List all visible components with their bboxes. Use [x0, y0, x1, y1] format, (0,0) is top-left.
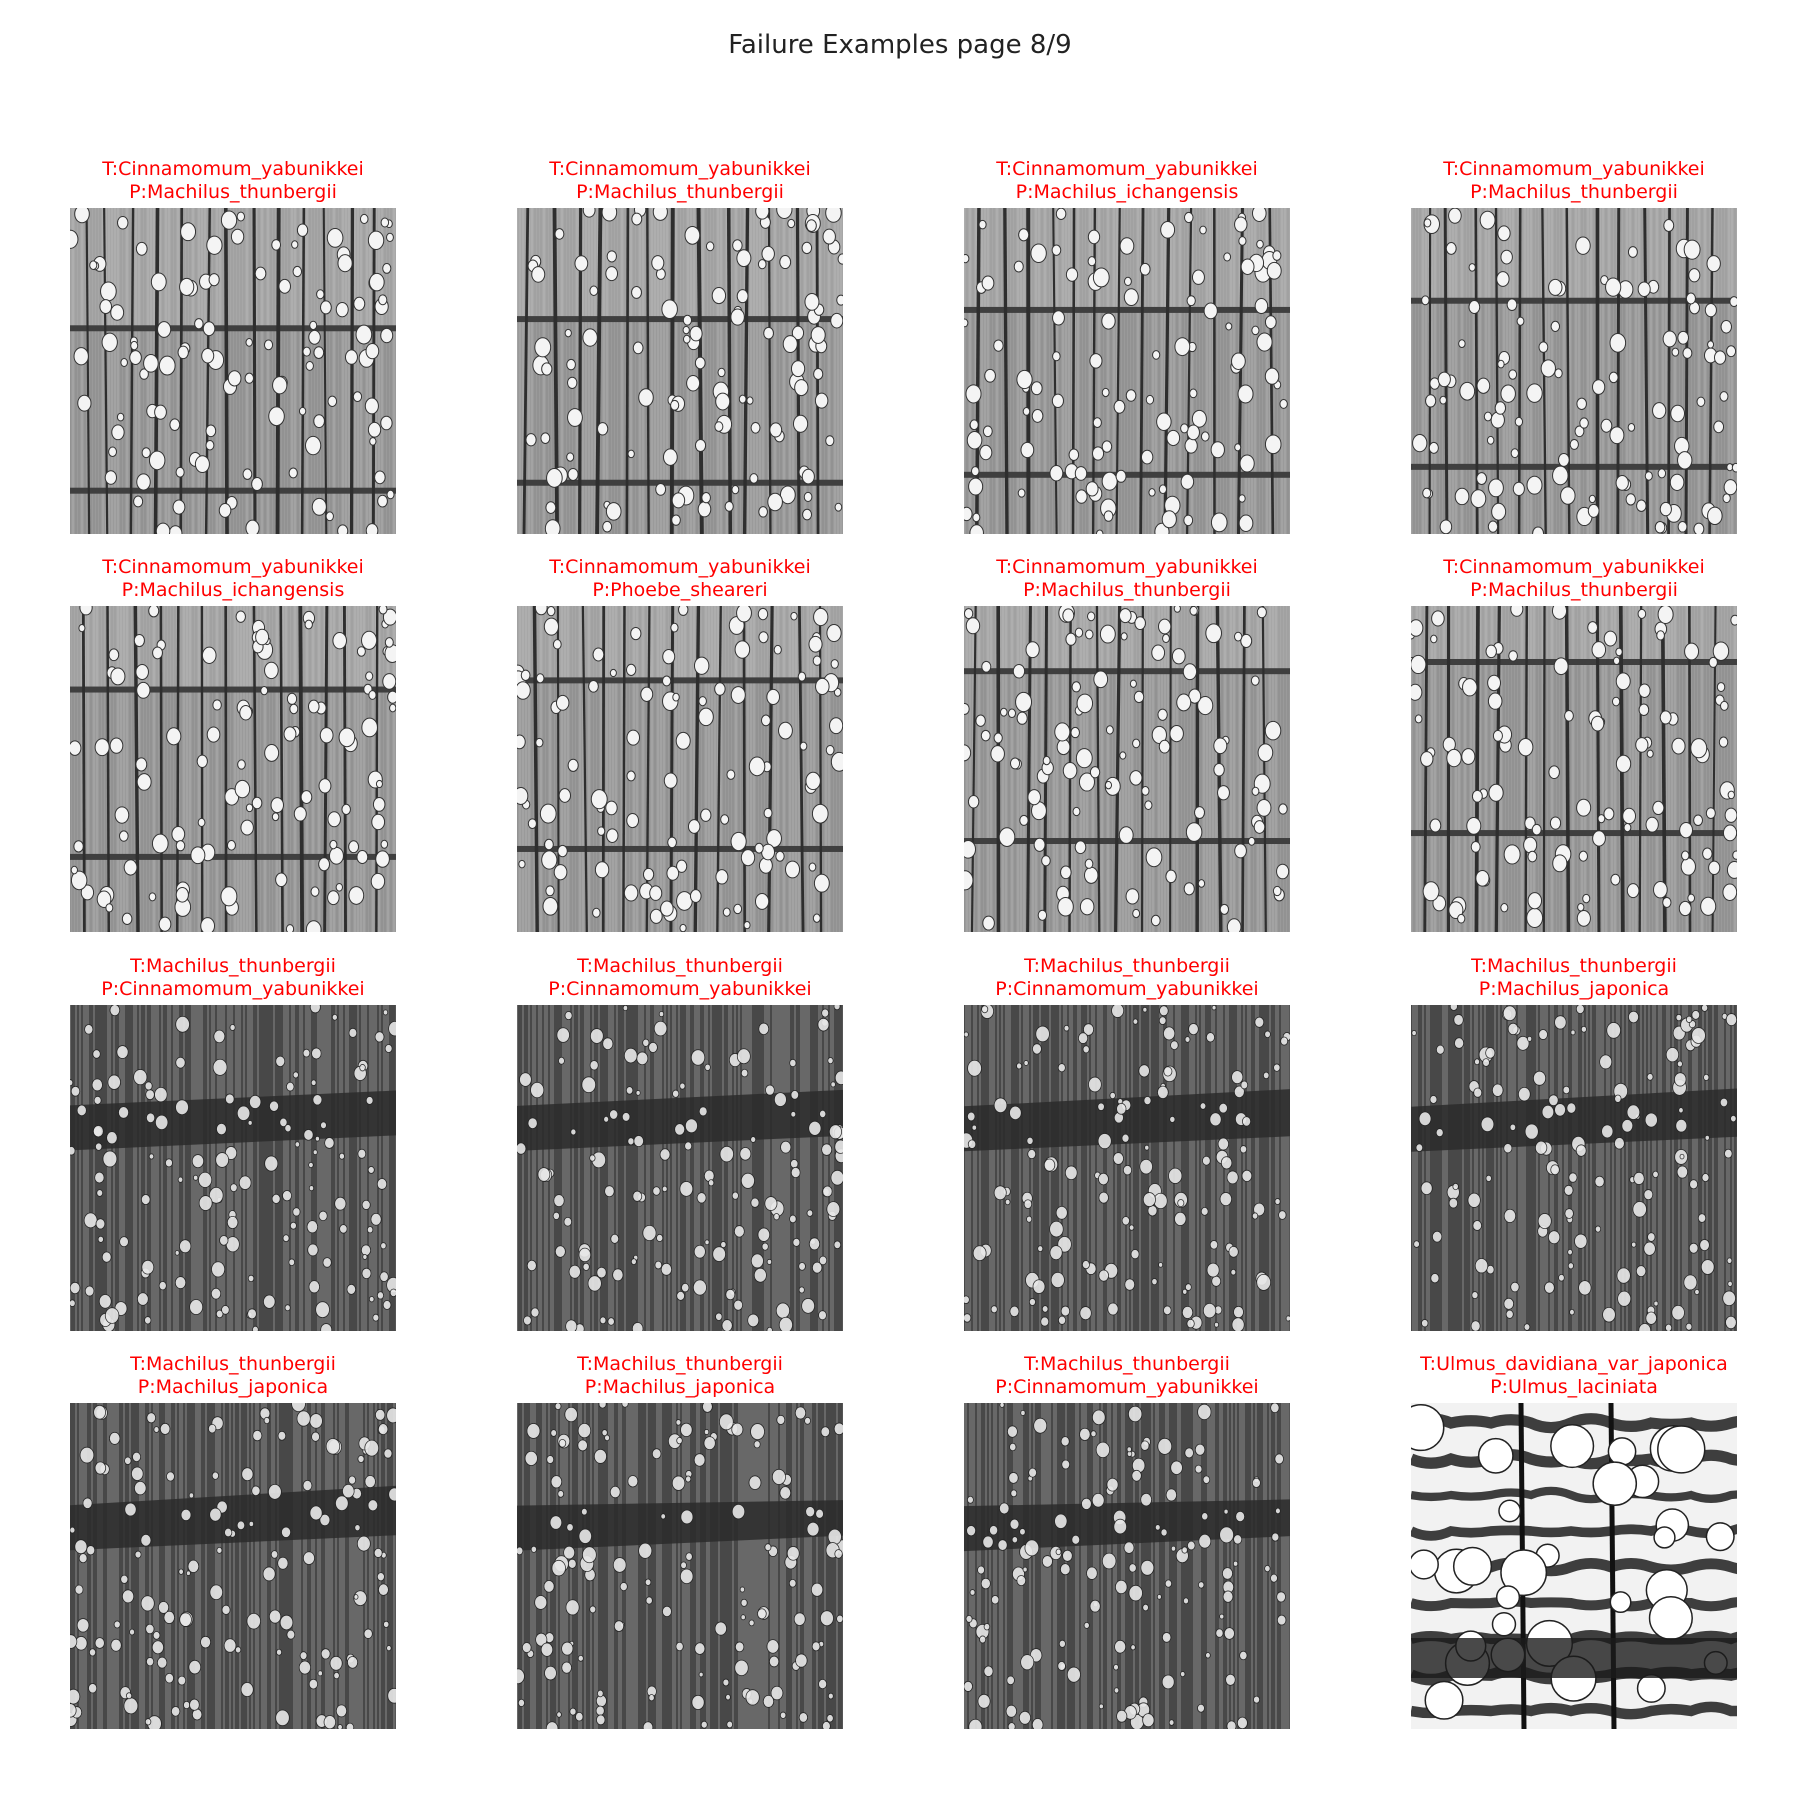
predicted-label: P:Machilus_japonica: [1478, 978, 1670, 1000]
wood-micrograph-image: [1411, 1403, 1737, 1729]
wood-micrograph-image: [70, 1005, 396, 1331]
true-label: T:Ulmus_davidiana_var_japonica: [1420, 1353, 1728, 1375]
true-label: T:Cinnamomum_yabunikkei: [549, 556, 811, 578]
predicted-label: P:Cinnamomum_yabunikkei: [101, 978, 365, 1000]
true-label: T:Machilus_thunbergii: [1024, 955, 1230, 977]
true-label: T:Cinnamomum_yabunikkei: [1443, 158, 1705, 180]
predicted-label: P:Machilus_thunbergii: [1023, 579, 1231, 601]
true-label: T:Machilus_thunbergii: [130, 955, 336, 977]
true-label: T:Machilus_thunbergii: [1024, 1353, 1230, 1375]
true-label: T:Cinnamomum_yabunikkei: [996, 556, 1258, 578]
true-label: T:Machilus_thunbergii: [577, 1353, 783, 1375]
predicted-label: P:Cinnamomum_yabunikkei: [548, 978, 812, 1000]
true-label: T:Cinnamomum_yabunikkei: [102, 556, 364, 578]
wood-micrograph-image: [517, 208, 843, 534]
wood-micrograph-image: [964, 1403, 1290, 1729]
true-label: T:Cinnamomum_yabunikkei: [102, 158, 364, 180]
predicted-label: P:Machilus_thunbergii: [1470, 181, 1678, 203]
true-label: T:Cinnamomum_yabunikkei: [549, 158, 811, 180]
predicted-label: P:Machilus_japonica: [584, 1376, 776, 1398]
predicted-label: P:Phoebe_sheareri: [592, 579, 768, 601]
true-label: T:Machilus_thunbergii: [1471, 955, 1677, 977]
wood-micrograph-image: [517, 1403, 843, 1729]
predicted-label: P:Machilus_ichangensis: [121, 579, 345, 601]
true-label: T:Cinnamomum_yabunikkei: [996, 158, 1258, 180]
wood-micrograph-image: [517, 1005, 843, 1331]
wood-micrograph-image: [517, 606, 843, 932]
wood-micrograph-image: [1411, 1005, 1737, 1331]
true-label: T:Machilus_thunbergii: [577, 955, 783, 977]
wood-micrograph-image: [70, 208, 396, 534]
predicted-label: P:Machilus_thunbergii: [1470, 579, 1678, 601]
wood-micrograph-image: [964, 1005, 1290, 1331]
predicted-label: P:Cinnamomum_yabunikkei: [995, 1376, 1259, 1398]
wood-micrograph-image: [70, 1403, 396, 1729]
wood-micrograph-image: [964, 606, 1290, 932]
predicted-label: P:Machilus_japonica: [137, 1376, 329, 1398]
wood-micrograph-image: [1411, 208, 1737, 534]
wood-micrograph-image: [1411, 606, 1737, 932]
figure-title: Failure Examples page 8/9: [728, 30, 1072, 60]
predicted-label: P:Machilus_thunbergii: [129, 181, 337, 203]
predicted-label: P:Machilus_ichangensis: [1015, 181, 1239, 203]
predicted-label: P:Machilus_thunbergii: [576, 181, 784, 203]
true-label: T:Cinnamomum_yabunikkei: [1443, 556, 1705, 578]
wood-micrograph-image: [964, 208, 1290, 534]
predicted-label: P:Cinnamomum_yabunikkei: [995, 978, 1259, 1000]
true-label: T:Machilus_thunbergii: [130, 1353, 336, 1375]
wood-micrograph-image: [70, 606, 396, 932]
predicted-label: P:Ulmus_laciniata: [1490, 1376, 1658, 1398]
